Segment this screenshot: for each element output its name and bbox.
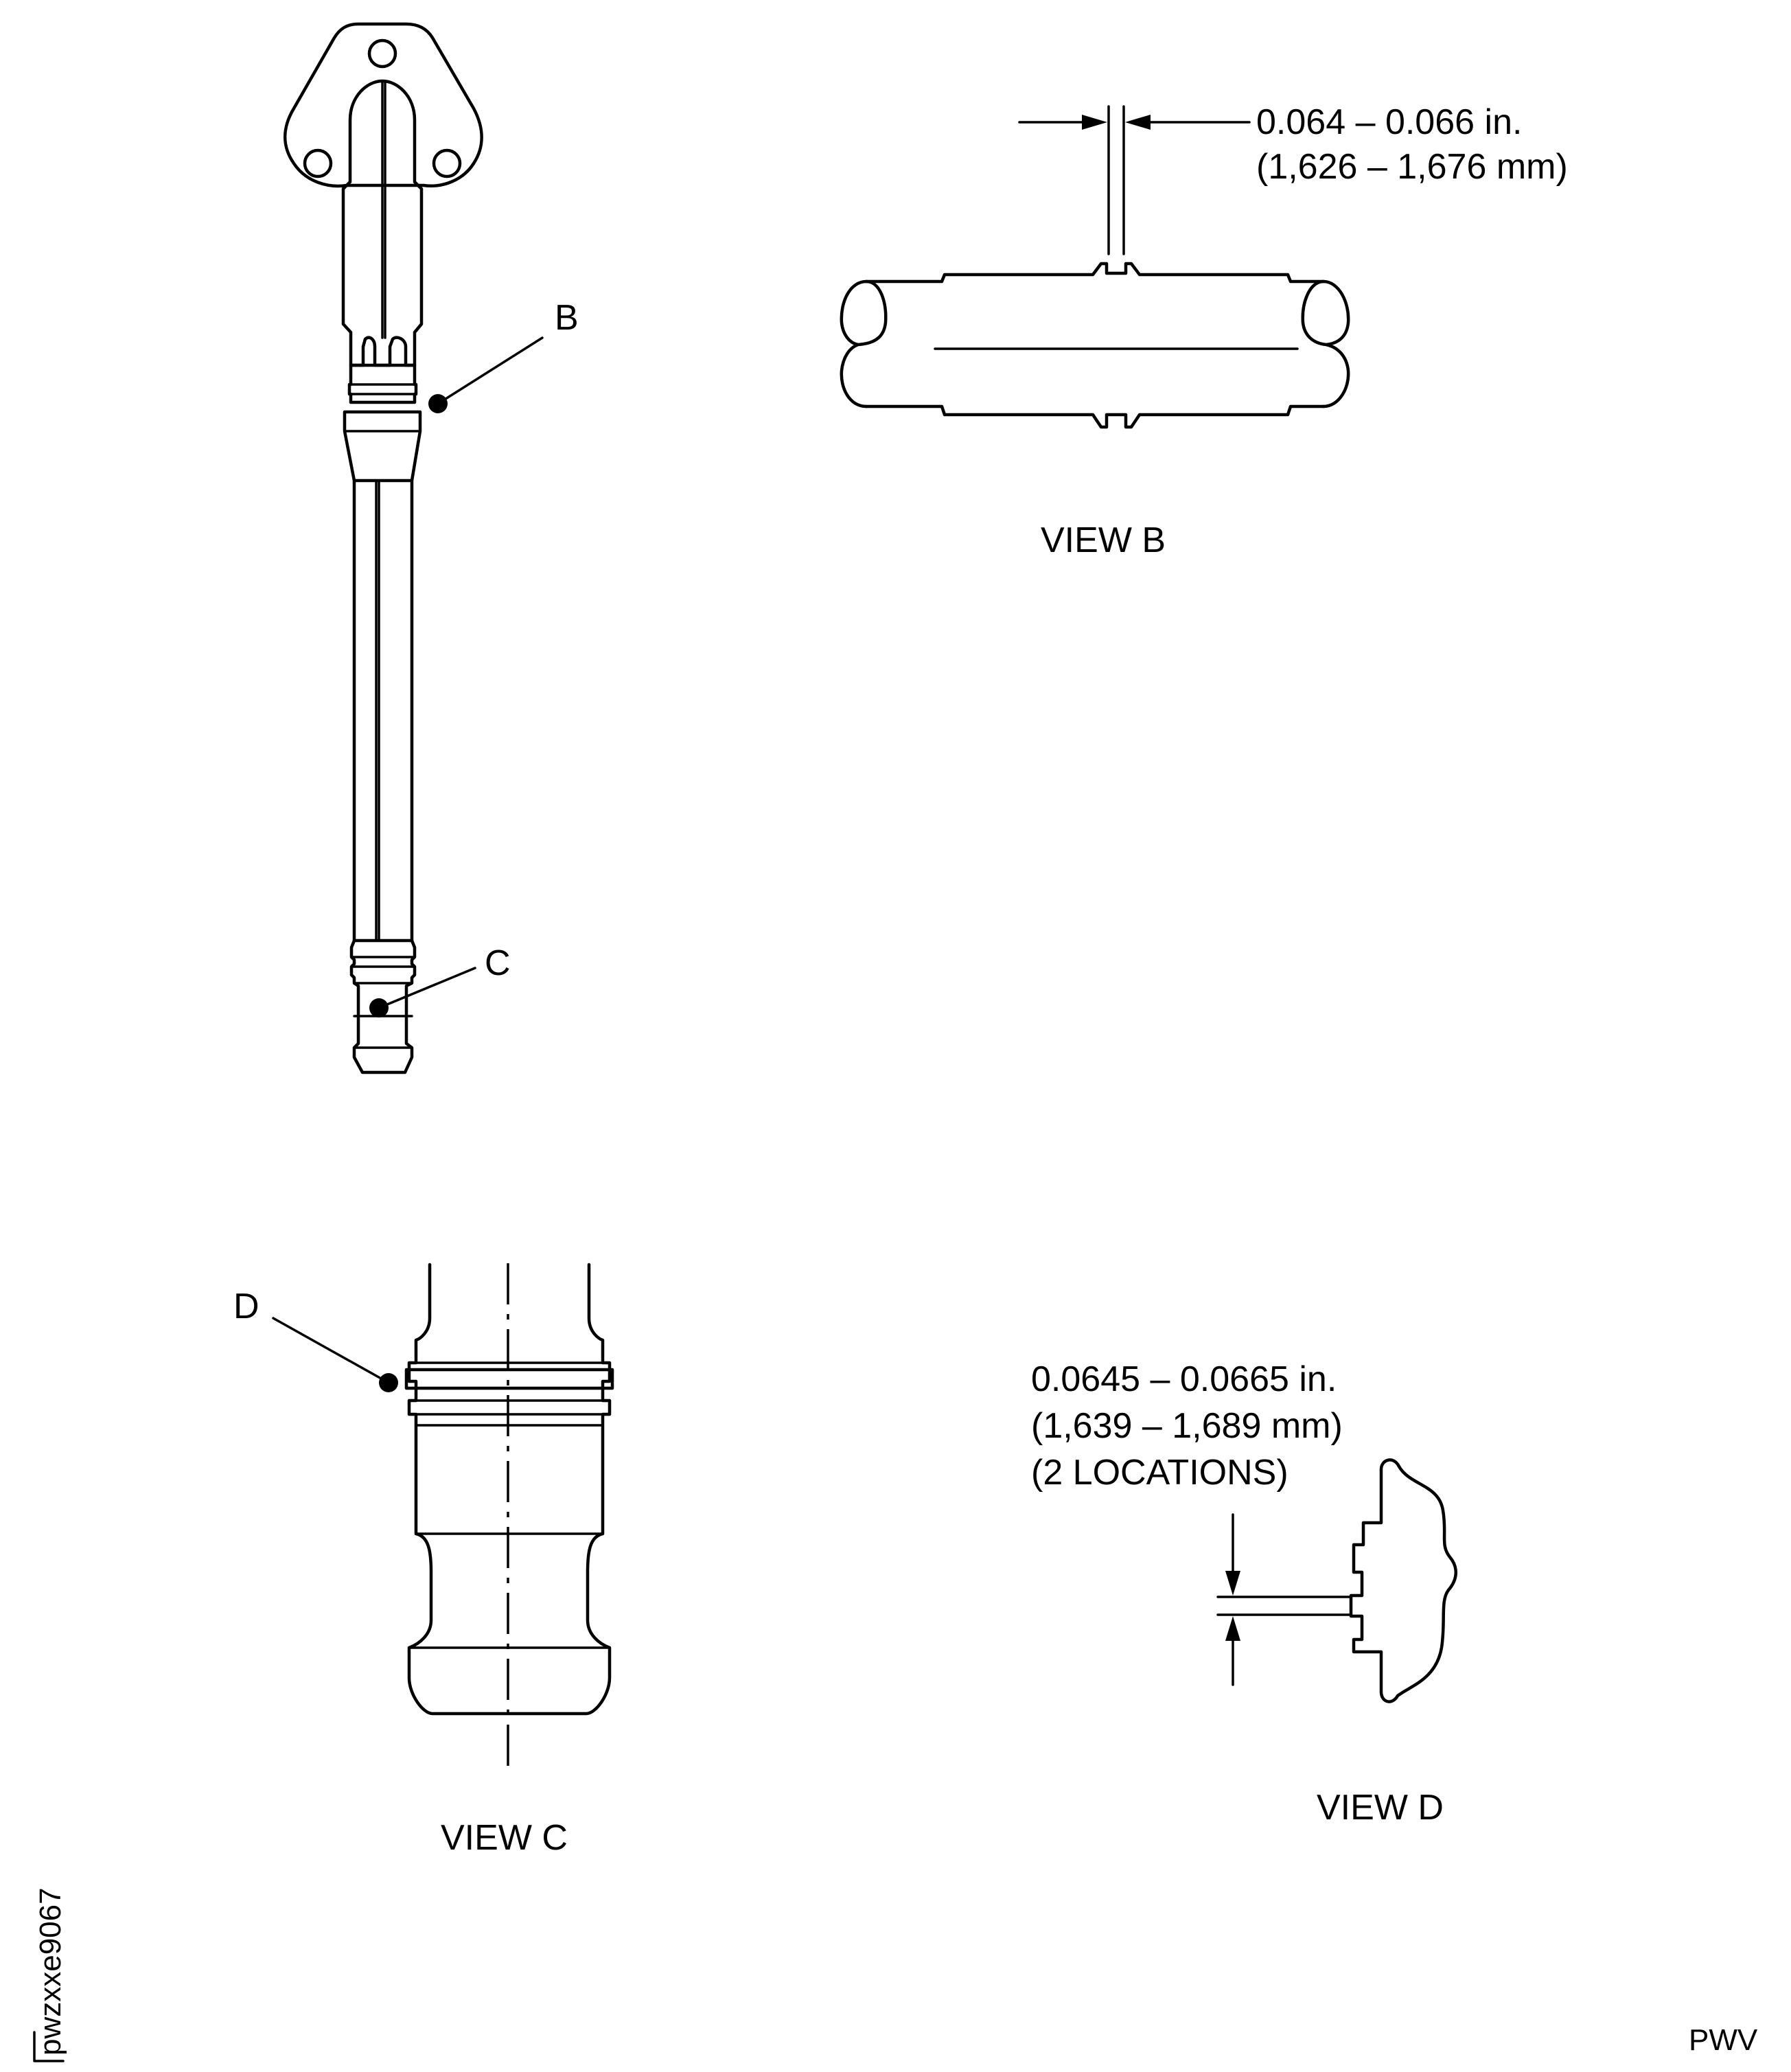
view-d-dim-inches: 0.0645 – 0.0665 in. [1031,1359,1337,1399]
callout-c-label: C [485,943,511,983]
lower-tube-body [352,479,414,943]
view-c-seal-ring-d [404,1368,614,1390]
callout-d: D [233,1287,398,1392]
view-d: 0.0645 – 0.0665 in. (1,639 – 1,689 mm) (… [1031,1359,1457,1828]
view-b-title: VIEW B [1041,520,1166,560]
flange-bolt-hole-right [432,148,462,179]
callout-b-leader [437,336,544,405]
figure-id-label: pwzxxe9067 [34,1887,67,2056]
figure-id-bracket [33,2031,65,2062]
upper-tube-body [341,79,424,367]
callout-d-leader [272,1317,390,1384]
view-d-seal-profile [1349,1458,1457,1703]
callout-b: B [428,298,579,413]
tube-assembly-part [284,22,483,1074]
callout-b-dot [428,394,448,413]
flange-bolt-hole-top [367,38,397,69]
view-d-title: VIEW D [1317,1788,1444,1828]
view-b: 0.064 – 0.066 in. (1,626 – 1,676 mm) VIE… [840,102,1568,560]
callout-c-leader [378,967,476,1009]
view-b-pipe-break-right [1301,279,1350,408]
view-b-pipe-break-left [840,279,888,408]
view-d-note: (2 LOCATIONS) [1031,1453,1289,1493]
mounting-flange [284,22,483,188]
view-c: VIEW C [404,1263,614,1858]
view-d-dim-mm: (1,639 – 1,689 mm) [1031,1406,1343,1446]
view-c-fitting-outline [407,1263,612,1716]
callout-c: C [369,943,511,1017]
view-d-extension-lines [1216,1596,1352,1616]
view-b-dim-inches: 0.064 – 0.066 in. [1256,102,1522,142]
view-b-extension-lines [1107,105,1125,255]
view-c-title: VIEW C [441,1818,568,1858]
callout-d-label: D [233,1287,259,1326]
flange-bolt-hole-left [303,148,333,179]
view-b-pipe [864,262,1326,429]
lower-tube-seam [375,479,380,942]
tapered-section [343,410,422,483]
callout-c-dot [369,998,389,1017]
callout-b-label: B [555,298,579,338]
view-b-dim-mm: (1,626 – 1,676 mm) [1256,147,1568,187]
callout-d-dot [379,1373,398,1392]
figure-id-block: pwzxxe9067 [33,1887,67,2062]
footer-code: PWV [1689,2023,1758,2057]
